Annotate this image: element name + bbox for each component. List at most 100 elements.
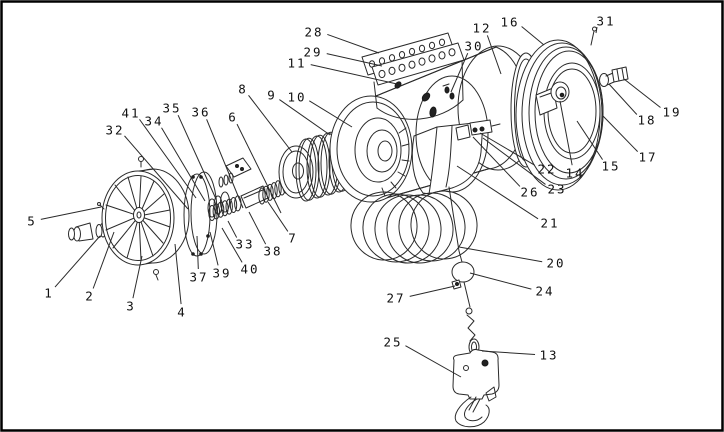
callout-36: 36 [191, 105, 244, 209]
callout-number: 11 [287, 56, 306, 71]
limit-guide-plate [411, 121, 484, 195]
callout-16: 16 [500, 15, 545, 46]
callout-leader-line [124, 135, 189, 210]
callout-leader-line [227, 220, 238, 238]
callout-leader-line [521, 26, 545, 46]
rope-thimble-clips [465, 307, 476, 342]
callout-2: 2 [85, 231, 115, 304]
callout-leader-line [458, 246, 543, 263]
fixing-bolt [599, 66, 629, 87]
callout-leader-line [602, 115, 639, 152]
callout-number: 31 [596, 14, 615, 29]
callout-leader-line [209, 231, 219, 266]
callout-25: 25 [383, 335, 462, 378]
callout-number: 7 [288, 231, 298, 246]
callout-number: 27 [386, 291, 405, 306]
callout-leader-line [326, 53, 383, 67]
callout-19: 19 [623, 78, 681, 120]
fan-wheel [97, 168, 190, 266]
callout-number: 40 [240, 262, 259, 277]
callout-leader-line [450, 52, 469, 93]
callout-23: 23 [482, 137, 566, 197]
callout-11: 11 [287, 56, 398, 85]
callout-number: 18 [637, 113, 656, 128]
callout-leader-line [236, 123, 282, 214]
callout-number: 21 [540, 216, 559, 231]
callout-leader-line [196, 235, 199, 270]
callout-leader-line [481, 350, 536, 356]
callout-number: 6 [228, 110, 238, 125]
callout-leader-line [623, 78, 661, 108]
callout-leader-line [608, 83, 638, 115]
callout-number: 36 [191, 105, 210, 120]
callout-31: 31 [595, 14, 615, 34]
bracket-plug [429, 106, 437, 118]
callout-24: 24 [469, 272, 554, 299]
rope-pulley-disc [515, 39, 604, 191]
callout-leader-line [479, 132, 535, 166]
callout-number: 33 [235, 237, 254, 252]
callout-10: 10 [287, 90, 353, 128]
callout-leader-line [409, 285, 456, 297]
callout-leader-line [161, 127, 206, 202]
callout-leader-line [139, 119, 197, 199]
callout-21: 21 [456, 165, 559, 231]
callout-28: 28 [304, 25, 380, 54]
callout-35: 35 [162, 101, 217, 200]
callout-number: 23 [547, 182, 566, 197]
hook-latch [485, 386, 497, 402]
callout-leader-line [174, 243, 182, 305]
callout-34: 34 [144, 114, 206, 202]
callout-32: 32 [105, 123, 189, 210]
callout-18: 18 [608, 83, 656, 128]
callout-27: 27 [386, 285, 456, 306]
loose-screw [138, 156, 144, 168]
callout-leader-line [248, 95, 293, 153]
callout-40: 40 [221, 227, 259, 277]
callout-leader-line [456, 165, 539, 220]
callout-4: 4 [174, 243, 185, 320]
wheel-hub [133, 207, 145, 223]
callout-leader-line [248, 211, 267, 245]
bracket-pin-bolt [442, 83, 455, 100]
hook-block [452, 348, 500, 400]
rope-line [448, 186, 471, 308]
callout-number: 10 [287, 90, 306, 105]
callout-leader-line [310, 64, 398, 85]
callout-leader-line [309, 100, 353, 128]
callout-leader-line [405, 345, 462, 378]
callout-number: 19 [662, 105, 681, 120]
callout-13: 13 [481, 348, 557, 363]
callout-number: 20 [546, 256, 565, 271]
loose-screw [153, 269, 159, 281]
callout-number: 30 [464, 39, 483, 54]
callout-number: 34 [144, 114, 163, 129]
callout-leader-line [327, 33, 380, 54]
callout-number: 29 [303, 45, 322, 60]
callout-leader-line [92, 231, 115, 289]
callout-leader-line [206, 119, 244, 209]
callout-8: 8 [238, 82, 293, 153]
callout-number: 24 [535, 284, 554, 299]
callout-number: 1 [44, 286, 54, 301]
callout-14: 14 [559, 100, 583, 181]
callout-41: 41 [121, 106, 197, 199]
bracket-bolt [421, 92, 431, 102]
callout-leader-line [469, 272, 532, 290]
callout-29: 29 [303, 45, 383, 67]
rim-pin [97, 202, 105, 210]
callout-1: 1 [44, 235, 101, 301]
callout-number: 15 [601, 159, 620, 174]
callout-12: 12 [472, 21, 502, 75]
callout-number: 12 [472, 21, 491, 36]
callout-leader-line [279, 99, 331, 136]
callout-number: 3 [126, 299, 136, 314]
callout-17: 17 [602, 115, 656, 165]
callout-leader-line [482, 137, 546, 185]
callout-number: 16 [500, 15, 519, 30]
pulley-face [543, 62, 601, 160]
callout-37: 37 [189, 235, 207, 285]
callout-7: 7 [267, 201, 298, 246]
